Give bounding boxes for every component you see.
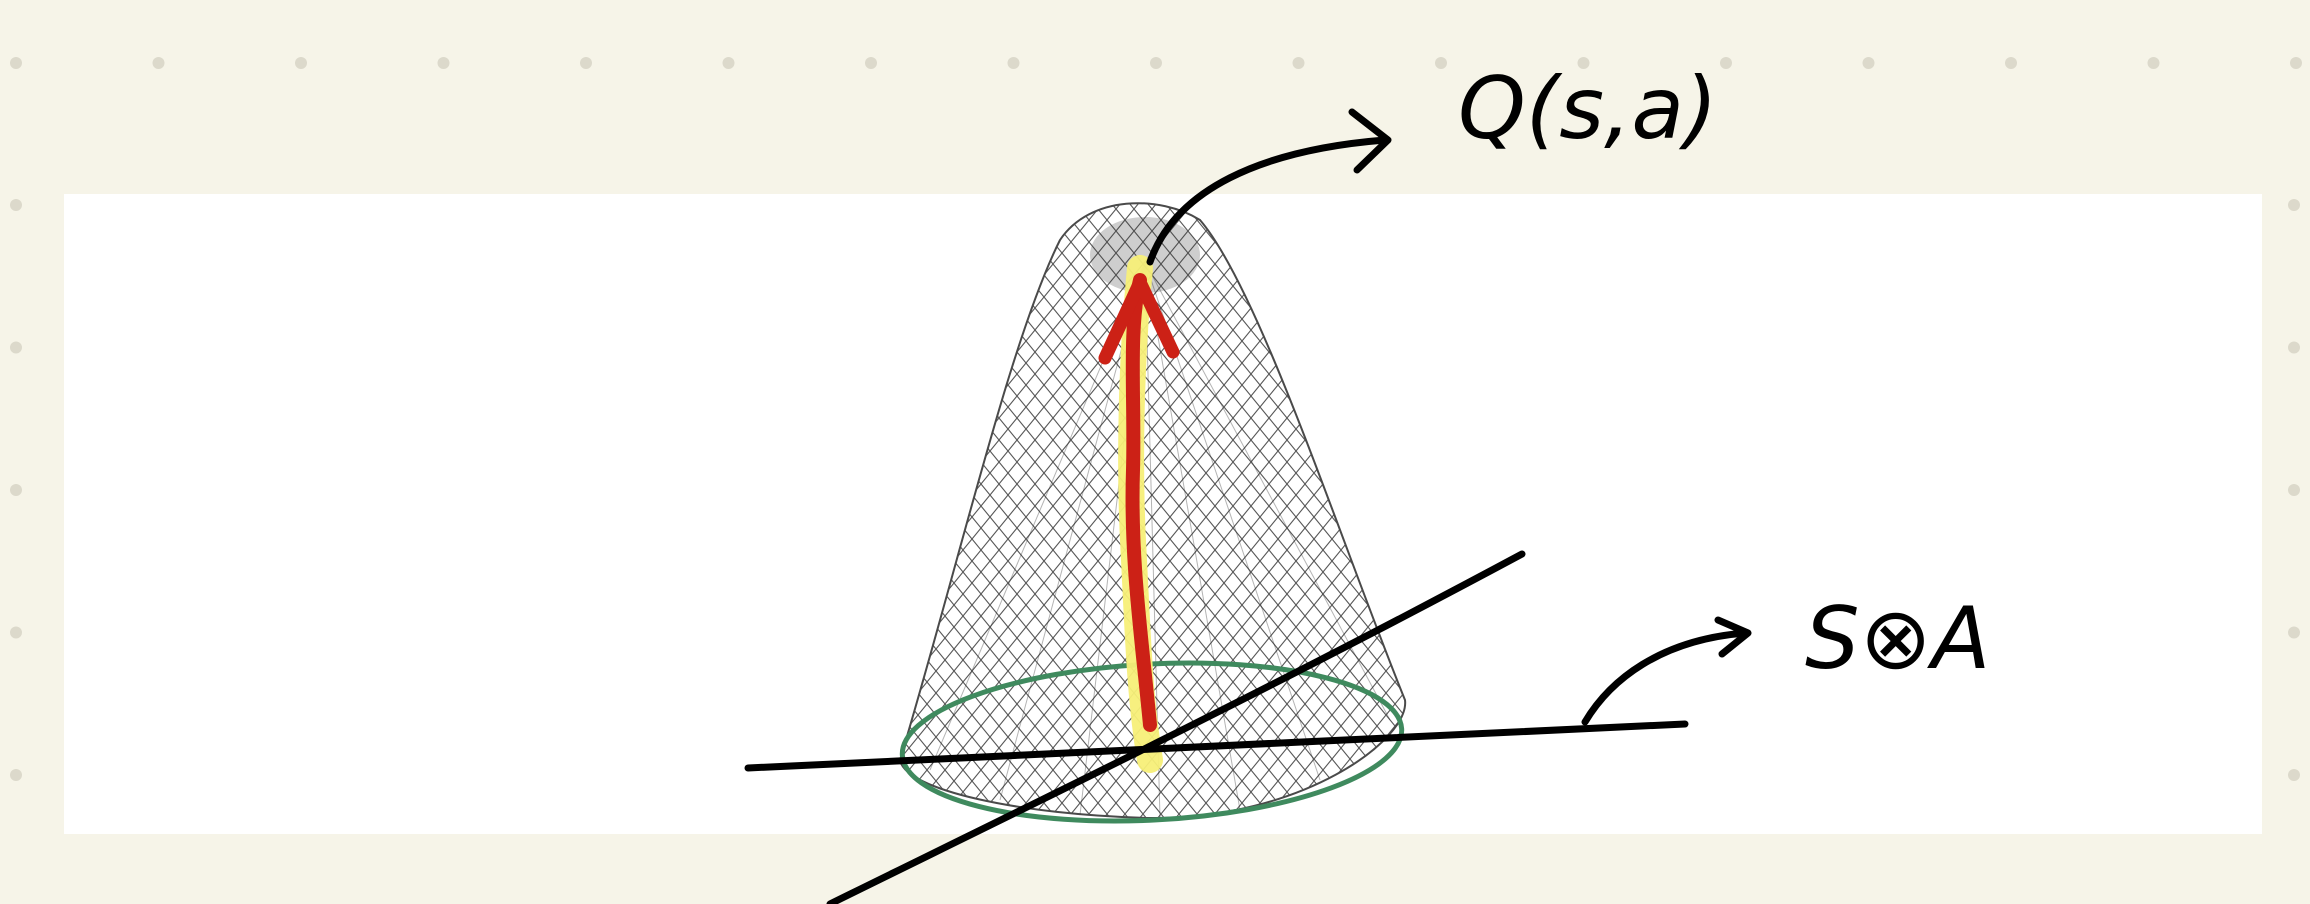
grid-dot — [1292, 57, 1305, 69]
arrow-up-icon — [1098, 273, 1180, 732]
grid-dot — [2288, 626, 2300, 639]
grid-dot — [2005, 57, 2017, 69]
state-action-space-label: S⊗A — [1805, 589, 1990, 689]
grid-dot — [10, 484, 22, 496]
grid-dot — [865, 57, 877, 69]
grid-dot — [2288, 199, 2300, 211]
grid-dot — [722, 57, 735, 69]
grid-dot — [2288, 769, 2300, 781]
grid-dot — [1150, 57, 1162, 69]
grid-dot — [1577, 57, 1590, 69]
q-value-label: Q(s,a) — [1458, 59, 1718, 159]
grid-dot — [1720, 57, 1732, 69]
grid-dot — [10, 57, 22, 69]
grid-dot — [152, 57, 165, 69]
grid-dot — [2290, 57, 2302, 69]
state-action-axes — [744, 550, 1689, 904]
curved-arrow-icon — [1146, 108, 1392, 266]
grid-dot — [2288, 341, 2300, 354]
dot-grid — [10, 57, 2302, 781]
grid-dot — [2147, 57, 2160, 69]
grid-dot — [2288, 484, 2300, 496]
grid-dot — [10, 341, 22, 354]
axis-diagonal — [826, 550, 1526, 904]
net-top-knot — [1090, 217, 1200, 293]
grid-dot — [1435, 57, 1447, 69]
grid-dot — [1862, 57, 1875, 69]
grid-dot — [437, 57, 450, 69]
grid-dot — [580, 57, 592, 69]
axis-horizontal — [744, 720, 1689, 772]
grid-dot — [295, 57, 307, 69]
grid-dot — [1007, 57, 1020, 69]
grid-dot — [10, 626, 22, 639]
grid-dot — [10, 769, 22, 781]
grid-dot — [10, 199, 22, 211]
curved-arrow-icon — [1581, 616, 1752, 726]
